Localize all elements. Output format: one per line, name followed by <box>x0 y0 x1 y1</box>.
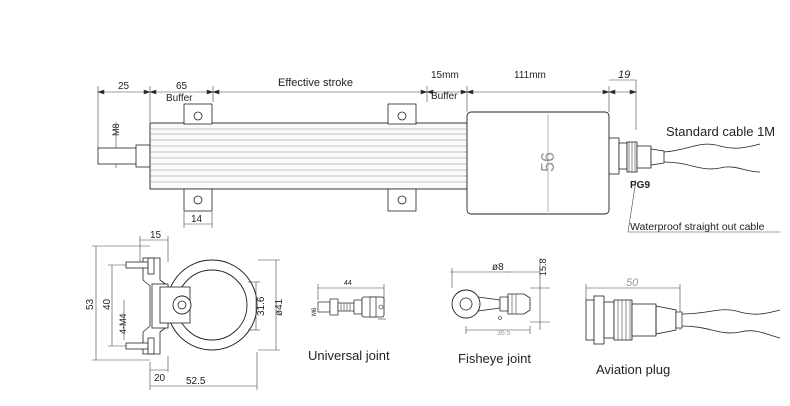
aviation-plug-caption: Aviation plug <box>596 362 670 377</box>
waterproof-label: Waterproof straight out cable <box>630 221 765 233</box>
end-view: 15 53 40 4-M4 31.6 <box>85 230 285 390</box>
dim-44: 44 <box>344 280 352 287</box>
dim-buffer2: 15mm <box>431 70 459 81</box>
top-view: 25 65 Buffer Effective stroke 15mm Buffe… <box>97 69 780 233</box>
dim-8: ø8 <box>492 262 504 273</box>
push-rod <box>97 147 141 165</box>
effective-stroke-label: Effective stroke <box>278 77 353 89</box>
dim-left: 25 <box>118 81 130 92</box>
cable-gland <box>608 137 665 175</box>
universal-joint: 44 M6 Universal joint <box>308 280 390 363</box>
bracket-bottom-left <box>183 188 213 212</box>
sensor-housing: 56 <box>466 111 610 215</box>
dim-body: 111mm <box>514 70 546 81</box>
aviation-plug: 50 Aviation plug <box>585 277 781 377</box>
dim-53: 53 <box>85 298 96 310</box>
dim-body-diameter: 56 <box>538 152 558 172</box>
dim-m6: M6 <box>312 307 318 316</box>
dim-4-m4: 4-M4 <box>118 313 128 334</box>
dim-41: ø41 <box>274 298 285 316</box>
dim-36-5: 36.5 <box>497 330 511 337</box>
dim-15: 15 <box>150 230 162 241</box>
dim-20: 20 <box>154 373 166 384</box>
bracket-top-right <box>387 103 417 125</box>
dim-40: 40 <box>102 298 113 310</box>
cable-lower <box>663 161 761 173</box>
dim-bracket: 14 <box>191 214 203 225</box>
gland-label: PG9 <box>630 180 650 191</box>
cable-upper <box>663 143 761 153</box>
bracket-top-left <box>183 103 213 125</box>
cable-label: Standard cable 1M <box>666 124 775 139</box>
buffer1-label: Buffer <box>166 93 193 104</box>
buffer2-label: Buffer <box>431 91 458 102</box>
dim-thread: M8 <box>111 123 121 136</box>
rod-section <box>172 295 192 315</box>
dim-52-5: 52.5 <box>186 376 206 387</box>
dim-15-8: 15.8 <box>538 258 548 276</box>
fisheye-joint-caption: Fisheye joint <box>458 351 531 366</box>
fisheye-joint: ø8 15.8 36.5 Fisheye joint <box>450 258 550 366</box>
bracket-bottom-right <box>387 188 417 212</box>
universal-joint-caption: Universal joint <box>308 348 390 363</box>
dim-31-6: 31.6 <box>256 296 267 316</box>
rod-nut <box>135 144 151 168</box>
dim-buffer1: 65 <box>176 81 188 92</box>
dim-50: 50 <box>626 277 639 289</box>
profile-body <box>149 122 469 190</box>
dim-gland: 19 <box>618 69 630 81</box>
